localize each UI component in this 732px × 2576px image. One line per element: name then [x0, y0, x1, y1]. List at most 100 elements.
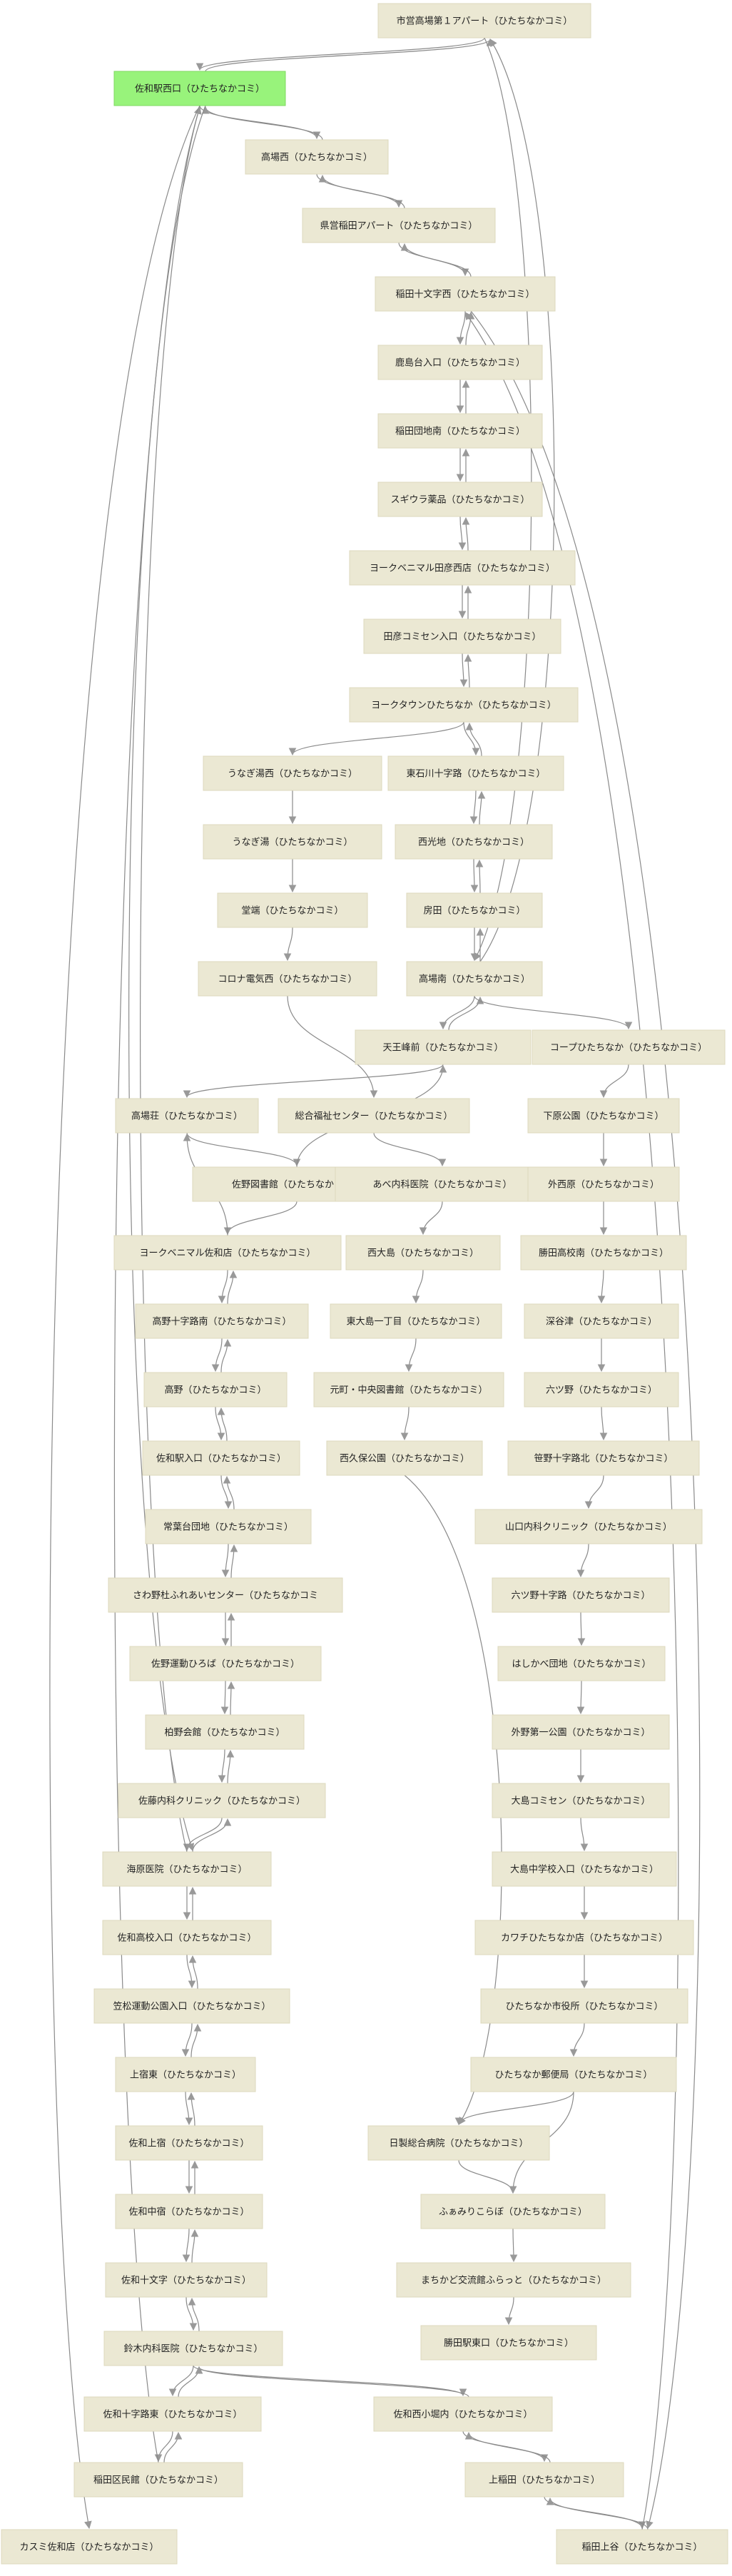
stop-node-n37[interactable]: 西久保公園（ひたちなかコミ） [326, 1440, 483, 1476]
stop-node-n41[interactable]: さわ野杜ふれあいセンター（ひたちなかコミ [108, 1577, 343, 1613]
stop-node-n51[interactable]: 佐和高校入口（ひたちなかコミ） [102, 1920, 272, 1955]
stop-node-n64[interactable]: 鈴木内科医院（ひたちなかコミ） [103, 2331, 283, 2366]
edge-line [465, 722, 482, 757]
stop-node-n45[interactable]: 柏野会館（ひたちなかコミ） [145, 1714, 305, 1750]
stop-node-n8[interactable]: ヨークベニマル田彦西店（ひたちなかコミ） [349, 550, 576, 586]
stop-node-n31[interactable]: 東大島一丁目（ひたちなかコミ） [330, 1303, 502, 1339]
stop-node-n52[interactable]: カワチひたちなか店（ひたちなかコミ） [474, 1920, 694, 1955]
stop-node-n55[interactable]: 上宿東（ひたちなかコミ） [115, 2057, 256, 2092]
stop-node-n57[interactable]: 佐和上宿（ひたちなかコミ） [115, 2125, 263, 2161]
edge-line [597, 1269, 606, 1304]
edge-n18-to-n19 [439, 995, 475, 1030]
stop-box [373, 2396, 553, 2432]
stop-node-n39[interactable]: 常葉台団地（ひたちなかコミ） [145, 1509, 312, 1544]
stop-node-n5[interactable]: 鹿島台入口（ひたちなかコミ） [377, 345, 543, 380]
stop-node-n42[interactable]: 六ツ野十字路（ひたちなかコミ） [492, 1577, 670, 1613]
stop-node-n48[interactable]: 大島コミセン（ひたちなかコミ） [492, 1783, 670, 1818]
stop-node-n44[interactable]: はしかべ団地（ひたちなかコミ） [497, 1646, 666, 1681]
stop-node-n33[interactable]: 高野（ひたちなかコミ） [143, 1372, 288, 1407]
stop-label: 稲田区民館（ひたちなかコミ） [93, 2475, 223, 2486]
edge-n36-to-n33 [217, 1407, 228, 1442]
stop-node-n62[interactable]: まちかど交流館ふらっと（ひたちなかコミ） [396, 2262, 631, 2298]
stop-node-n69[interactable]: カスミ佐和店（ひたちなかコミ） [1, 2529, 178, 2565]
edge-line [185, 2091, 193, 2126]
stop-node-n19[interactable]: 天王峰前（ひたちなかコミ） [355, 1029, 532, 1065]
stop-label: 高場荘（ひたちなかコミ） [131, 1111, 243, 1122]
stop-node-n23[interactable]: 下原公園（ひたちなかコミ） [527, 1098, 680, 1134]
stop-box [464, 2462, 624, 2498]
edge-line [227, 1681, 235, 1716]
stop-node-n6[interactable]: 稲田団地南（ひたちなかコミ） [377, 413, 543, 449]
stop-node-n46[interactable]: 外野第一公園（ひたちなかコミ） [492, 1714, 670, 1750]
stop-node-n40[interactable]: 山口内科クリニック（ひたちなかコミ） [474, 1509, 703, 1544]
stop-node-n7[interactable]: スギウラ薬品（ひたちなかコミ） [377, 482, 543, 517]
edge-line [226, 1749, 235, 1784]
stop-label: ヨークタウンひたちなか（ひたちなかコミ） [371, 701, 556, 711]
stop-node-n68[interactable]: 上稲田（ひたちなかコミ） [464, 2462, 624, 2498]
stop-node-n12[interactable]: 東石川十字路（ひたちなかコミ） [387, 755, 564, 791]
stop-node-n21[interactable]: 高場荘（ひたちなかコミ） [115, 1098, 259, 1134]
stop-node-n9[interactable]: 田彦コミセン入口（ひたちなかコミ） [363, 618, 561, 654]
stop-node-n43[interactable]: 佐野運動ひろば（ひたちなかコミ） [129, 1646, 322, 1681]
stop-node-n16[interactable]: 房田（ひたちなかコミ） [406, 892, 543, 928]
stop-node-n66[interactable]: 佐和西小堀内（ひたちなかコミ） [373, 2396, 553, 2432]
stop-node-n54[interactable]: ひたちなか市役所（ひたちなかコミ） [480, 1988, 688, 2024]
stop-node-n13[interactable]: うなぎ湯（ひたちなかコミ） [203, 824, 382, 860]
stop-label: 西光地（ひたちなかコミ） [418, 838, 529, 848]
stop-node-n56[interactable]: ひたちなか郵便局（ひたちなかコミ） [470, 2057, 677, 2092]
edge-n4-to-n70 [470, 310, 701, 2530]
stop-node-n59[interactable]: 佐和中宿（ひたちなかコミ） [115, 2194, 263, 2229]
stop-node-n15[interactable]: 堂端（ひたちなかコミ） [217, 892, 368, 928]
stop-node-n47[interactable]: 佐藤内科クリニック（ひたちなかコミ） [118, 1783, 326, 1818]
edge-n31-to-n34 [405, 1338, 417, 1373]
stop-node-n2[interactable]: 高場西（ひたちなかコミ） [245, 139, 389, 175]
edge-line [195, 37, 485, 71]
stop-node-n18[interactable]: 高場南（ひたちなかコミ） [406, 961, 543, 997]
stop-node-n50[interactable]: 大島中学校入口（ひたちなかコミ） [492, 1851, 677, 1887]
stop-node-n32[interactable]: 深谷津（ひたちなかコミ） [524, 1303, 679, 1339]
stop-node-n0[interactable]: 市営高場第１アパート（ひたちなかコミ） [377, 3, 591, 39]
stop-node-n25[interactable]: あべ内科医院（ひたちなかコミ） [335, 1166, 550, 1202]
stop-node-n22[interactable]: 総合福祉センター（ひたちなかコミ） [278, 1098, 470, 1134]
edge-n51-to-n53 [186, 1954, 196, 1989]
stop-node-n14[interactable]: 西光地（ひたちなかコミ） [395, 824, 553, 860]
stop-label: 海原医院（ひたちなかコミ） [126, 1865, 247, 1875]
stop-node-n28[interactable]: 西大島（ひたちなかコミ） [345, 1235, 501, 1271]
stop-node-n63[interactable]: 勝田駅東口（ひたちなかコミ） [420, 2325, 597, 2361]
stop-node-n27[interactable]: ヨークベニマル佐和店（ひたちなかコミ） [113, 1235, 342, 1271]
stop-node-n70[interactable]: 稲田上谷（ひたちなかコミ） [556, 2529, 728, 2565]
stop-node-n49[interactable]: 海原医院（ひたちなかコミ） [102, 1851, 272, 1887]
stop-box [406, 961, 543, 997]
stop-node-n17[interactable]: コロナ電気西（ひたちなかコミ） [198, 961, 377, 997]
stop-node-n35[interactable]: 六ツ野（ひたちなかコミ） [524, 1372, 679, 1407]
stop-node-n36[interactable]: 佐和駅入口（ひたちなかコミ） [142, 1440, 300, 1476]
stop-node-n58[interactable]: 日製総合病院（ひたちなかコミ） [367, 2125, 550, 2161]
stop-node-n26[interactable]: 外西原（ひたちなかコミ） [527, 1166, 680, 1202]
edge-n20-to-n23 [599, 1064, 629, 1099]
stop-node-n38[interactable]: 笹野十字路北（ひたちなかコミ） [507, 1440, 700, 1476]
stop-node-n65[interactable]: 佐和十字路東（ひたちなかコミ） [83, 2396, 262, 2432]
edge-line [201, 106, 323, 141]
stop-node-n29[interactable]: 勝田高校南（ひたちなかコミ） [520, 1235, 687, 1271]
stop-node-n61[interactable]: 佐和十文字（ひたちなかコミ） [105, 2262, 268, 2298]
stop-box [377, 413, 543, 449]
stop-node-n53[interactable]: 笠松運動公園入口（ひたちなかコミ） [93, 1988, 290, 2024]
edge-n38-to-n40 [584, 1475, 604, 1510]
stop-node-n20[interactable]: コープひたちなか（ひたちなかコミ） [532, 1029, 726, 1065]
stop-node-n11[interactable]: うなぎ湯西（ひたちなかコミ） [203, 755, 382, 791]
stop-box [143, 1372, 288, 1407]
stop-label: 柏野会館（ひたちなかコミ） [164, 1728, 285, 1738]
edge-line [187, 2092, 195, 2127]
stop-node-n30[interactable]: 高野十字路南（ひたちなかコミ） [135, 1303, 309, 1339]
edge-line [318, 174, 405, 209]
stop-node-n10[interactable]: ヨークタウンひたちなか（ひたちなかコミ） [349, 687, 579, 723]
stop-node-n60[interactable]: ふぁみりこらぼ（ひたちなかコミ） [420, 2194, 606, 2229]
stop-node-n1[interactable]: 佐和駅西口（ひたちなかコミ） [113, 71, 286, 106]
stop-box [115, 2125, 263, 2161]
edge-line [405, 1338, 417, 1373]
edge-line [546, 2497, 649, 2530]
stop-node-n3[interactable]: 県営稲田アパート（ひたちなかコミ） [302, 208, 496, 243]
stop-node-n67[interactable]: 稲田区民館（ひたちなかコミ） [73, 2462, 243, 2498]
stop-node-n34[interactable]: 元町・中央図書館（ひたちなかコミ） [313, 1372, 504, 1407]
stop-node-n4[interactable]: 稲田十文字西（ひたちなかコミ） [375, 276, 556, 312]
